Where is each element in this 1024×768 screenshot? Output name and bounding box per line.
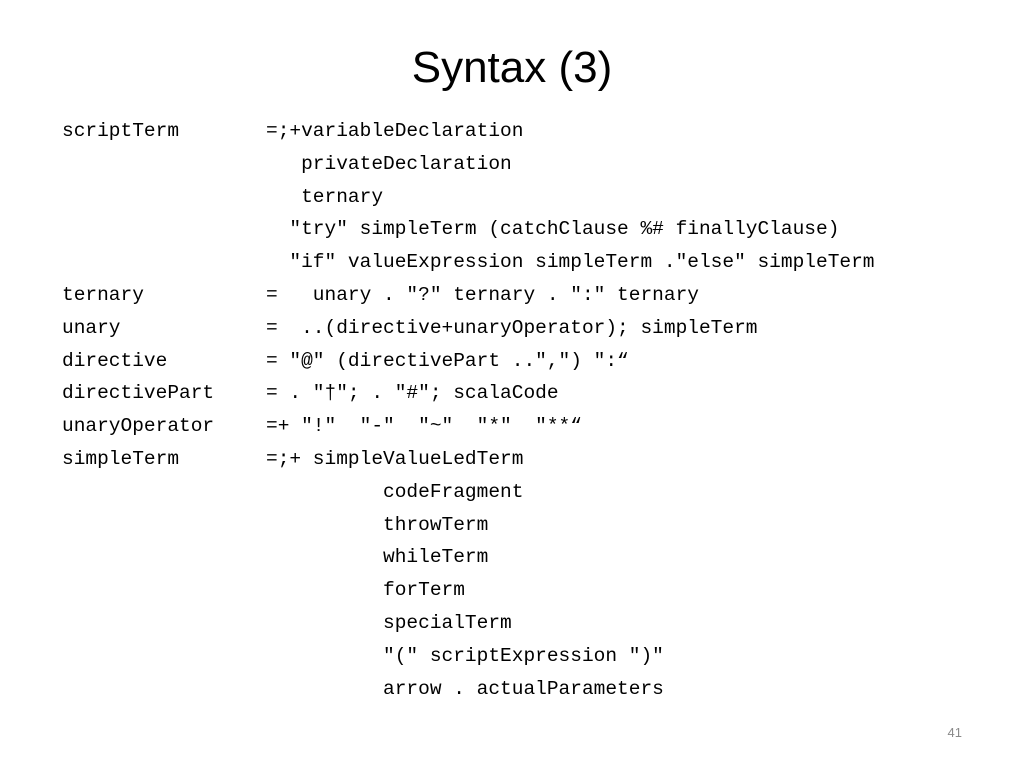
rule-name: directive	[62, 349, 168, 372]
rule-name: unary	[62, 316, 121, 339]
grammar-line: specialTerm	[62, 607, 1002, 640]
rule-name	[62, 673, 266, 706]
rule-name	[62, 148, 266, 181]
rule-name: scriptTerm	[62, 120, 180, 142]
rule-name	[62, 640, 266, 673]
grammar-line: arrow . actualParameters	[62, 673, 1002, 706]
rule-body: = ..(directive+unaryOperator); simpleTer…	[266, 316, 758, 339]
grammar-line: privateDeclaration	[62, 148, 1002, 181]
rule-name: simpleTerm	[62, 447, 180, 470]
grammar-line: unary = ..(directive+unaryOperator); simp…	[62, 312, 1002, 345]
grammar-line: whileTerm	[62, 541, 1002, 574]
rule-body: = . "†"; . "#"; scalaCode	[266, 382, 559, 405]
rule-name	[62, 607, 266, 640]
grammar-line: "if" valueExpression simpleTerm ."else" …	[62, 246, 1002, 279]
grammar-listing: scriptTerm =;+variableDeclaration private…	[62, 115, 1002, 705]
grammar-line: codeFragment	[62, 476, 1002, 509]
rule-body: "if" valueExpression simpleTerm ."else" …	[266, 251, 875, 274]
grammar-line: ternary	[62, 181, 1002, 214]
rule-body: =+ "!" "-" "~" "*" "**“	[266, 415, 582, 438]
rule-body: whileTerm	[266, 546, 489, 569]
rule-name	[62, 476, 266, 509]
rule-name	[62, 574, 266, 607]
grammar-line: simpleTerm =;+ simpleValueLedTerm	[62, 443, 1002, 476]
grammar-line: "(" scriptExpression ")"	[62, 640, 1002, 673]
grammar-line: throwTerm	[62, 509, 1002, 542]
grammar-line: ternary = unary . "?" ternary . ":" terna…	[62, 279, 1002, 312]
rule-body: = "@" (directivePart ..",") ":“	[266, 349, 629, 372]
rule-name	[62, 181, 266, 214]
grammar-line: directivePart = . "†"; . "#"; scalaCode	[62, 377, 1002, 410]
rule-name	[62, 541, 266, 574]
rule-body: "(" scriptExpression ")"	[266, 644, 664, 667]
rule-body: =;+variableDeclaration	[266, 120, 524, 142]
rule-body: privateDeclaration	[266, 152, 512, 175]
slide-title: Syntax (3)	[411, 43, 613, 92]
rule-body: =;+ simpleValueLedTerm	[266, 447, 524, 470]
grammar-line: "try" simpleTerm (catchClause %# finally…	[62, 213, 1002, 246]
grammar-line: directive = "@" (directivePart ..",") ":“	[62, 345, 1002, 378]
rule-name	[62, 246, 266, 279]
rule-body: "try" simpleTerm (catchClause %# finally…	[266, 218, 840, 241]
rule-name: ternary	[62, 283, 144, 306]
rule-body: arrow . actualParameters	[266, 677, 664, 700]
rule-name: unaryOperator	[62, 415, 215, 438]
rule-body: = unary . "?" ternary . ":" ternary	[266, 283, 699, 306]
rule-body: specialTerm	[266, 611, 512, 634]
rule-name: directivePart	[62, 382, 215, 405]
grammar-line: scriptTerm =;+variableDeclaration	[62, 115, 1002, 148]
rule-body: codeFragment	[266, 480, 524, 503]
grammar-line: unaryOperator =+ "!" "-" "~" "*" "**“	[62, 410, 1002, 443]
page-number: 41	[947, 725, 962, 740]
grammar-line: forTerm	[62, 574, 1002, 607]
rule-body: throwTerm	[266, 513, 489, 536]
rule-body: forTerm	[266, 579, 465, 602]
rule-name	[62, 509, 266, 542]
rule-body: ternary	[266, 185, 384, 208]
rule-name	[62, 213, 266, 246]
